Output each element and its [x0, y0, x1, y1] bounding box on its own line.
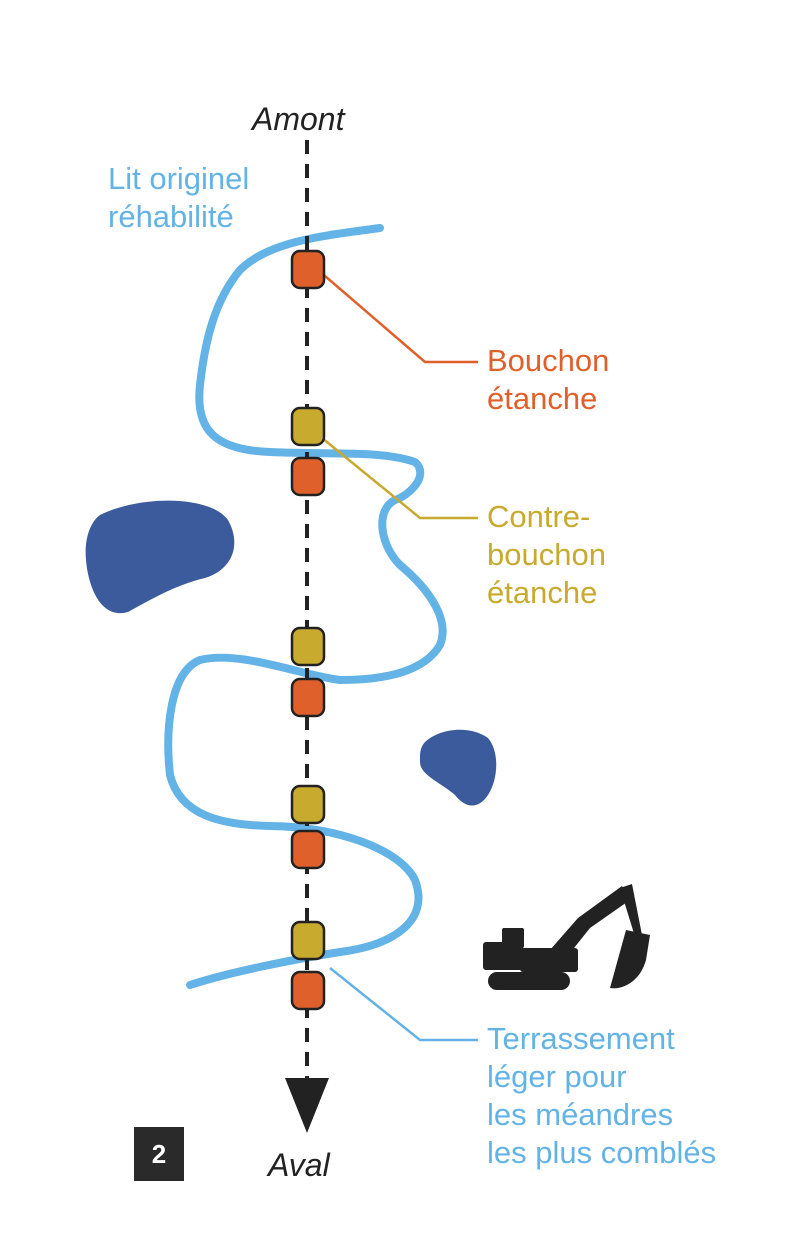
plug-line-1: Bouchon: [487, 343, 610, 378]
plug-label: Bouchon étanche: [487, 342, 609, 418]
counter-plug-line-3: étanche: [487, 575, 598, 610]
plug: [290, 970, 326, 1011]
leader-counter-plug: [321, 437, 478, 520]
original-bed-line-2: réhabilité: [108, 199, 234, 234]
counter-plug: [290, 920, 326, 961]
river-original-bed: [164, 224, 447, 989]
plug: [290, 677, 326, 718]
counter-plug-line-2: bouchon: [487, 537, 606, 572]
arrow-down-icon: [285, 1078, 329, 1133]
plug: [290, 456, 326, 497]
plug: [290, 829, 326, 870]
earthworks-label: Terrassement léger pour les méandres les…: [487, 1020, 716, 1172]
earthworks-line-4: les plus comblés: [487, 1135, 717, 1170]
step-number-badge: 2: [134, 1127, 184, 1181]
original-bed-label: Lit originel réhabilité: [108, 160, 249, 236]
leader-earthworks: [329, 967, 478, 1042]
counter-plug: [290, 784, 326, 825]
earthworks-line-2: léger pour: [487, 1059, 627, 1094]
excavator-icon: [483, 884, 650, 990]
counter-plug: [290, 626, 326, 667]
leader-plug: [317, 269, 478, 364]
upstream-label: Amont: [252, 101, 345, 137]
counter-plug-line-1: Contre-: [487, 499, 591, 534]
counter-plug: [290, 406, 326, 447]
plug-line-2: étanche: [487, 381, 598, 416]
earthworks-line-1: Terrassement: [487, 1021, 675, 1056]
pond-large: [85, 500, 235, 614]
plug: [290, 249, 326, 290]
original-bed-line-1: Lit originel: [108, 161, 250, 196]
earthworks-line-3: les méandres: [487, 1097, 674, 1132]
pond-small: [420, 729, 497, 806]
downstream-label: Aval: [268, 1147, 330, 1183]
counter-plug-label: Contre- bouchon étanche: [487, 498, 606, 612]
